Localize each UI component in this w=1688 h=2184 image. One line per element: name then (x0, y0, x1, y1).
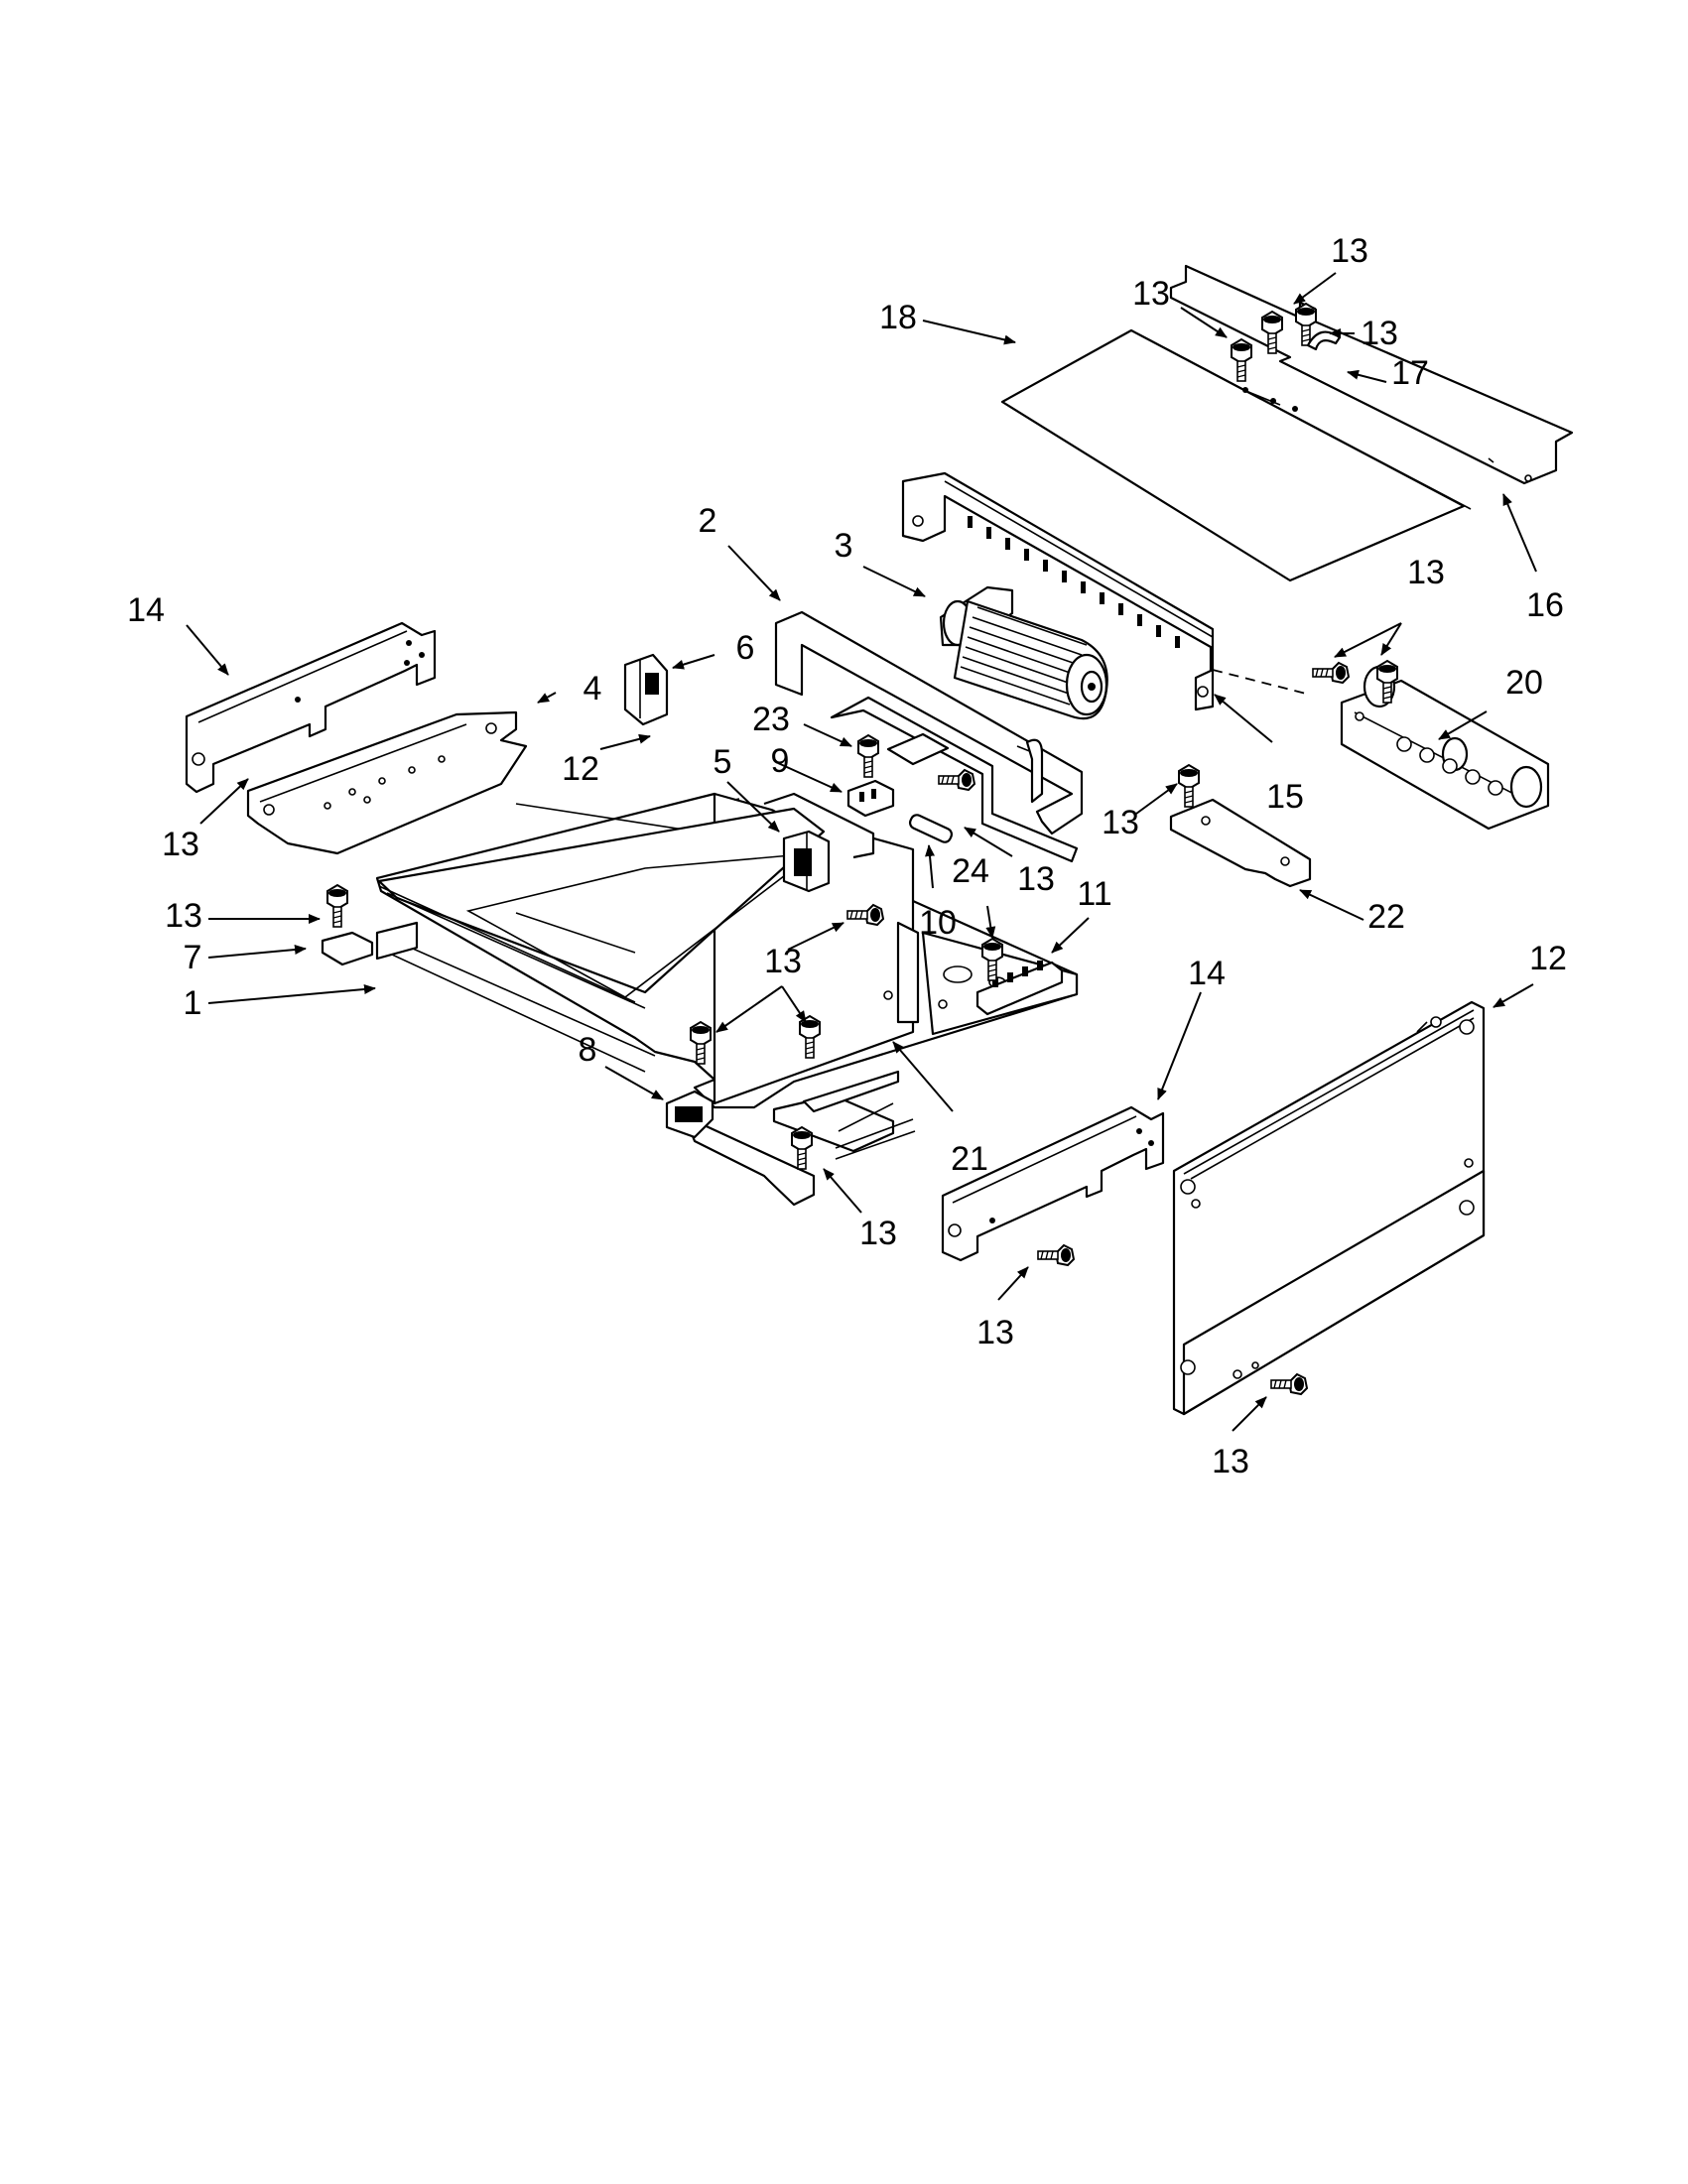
callout-5: 5 (714, 743, 732, 781)
callout-13: 13 (165, 897, 202, 935)
callout-9: 9 (771, 742, 790, 780)
part-20-terminal-block (1340, 665, 1550, 831)
part-lower-channel (683, 1114, 916, 1207)
callout-13: 13 (1017, 860, 1055, 898)
part-10-fuse (908, 814, 954, 843)
part-13-screw-2 (938, 769, 975, 791)
callout-4: 4 (584, 670, 602, 707)
part-18-sheet (1000, 328, 1472, 582)
part-9-connector (846, 779, 895, 818)
part-4-relay (623, 653, 669, 726)
part-22-small-bracket (1169, 798, 1312, 888)
callout-13: 13 (859, 1215, 897, 1252)
callout-16: 16 (1526, 586, 1564, 624)
callout-14: 14 (1188, 955, 1226, 992)
callout-3: 3 (835, 527, 853, 565)
part-3-blower-fan (939, 585, 1108, 720)
callout-2: 2 (699, 502, 717, 540)
part-13-screw-14-right (1037, 1244, 1075, 1266)
callout-22: 22 (1367, 898, 1405, 936)
callout-13: 13 (1407, 554, 1445, 591)
callout-13: 13 (1132, 275, 1170, 313)
callout-13: 13 (1361, 315, 1398, 352)
callout-labels: 13 13 13 17 18 16 2 3 14 6 4 23 12 5 9 1… (127, 232, 1567, 1480)
part-14-side-bracket-right (941, 1105, 1165, 1262)
callout-18: 18 (879, 299, 917, 336)
part-23-screw (857, 734, 879, 778)
part-13-screw-7 (326, 884, 348, 928)
part-13-screw-top-c (1231, 338, 1252, 382)
callout-13: 13 (1331, 232, 1368, 270)
callout-15: 15 (1266, 778, 1304, 816)
part-13-screw-22 (1178, 764, 1200, 808)
callout-12: 12 (1529, 940, 1567, 977)
part-5-switch (782, 830, 831, 893)
callout-13: 13 (162, 826, 199, 863)
part-11-terminal-strip (975, 961, 1064, 1016)
part-13-screw-terminal-h (1312, 662, 1350, 684)
part-13-screw-chassis-d (791, 1126, 813, 1170)
callout-13: 13 (976, 1314, 1014, 1351)
callout-13: 13 (1212, 1443, 1249, 1480)
part-12-front-panel (1172, 1000, 1486, 1416)
part-14-side-bracket-left (185, 621, 437, 794)
callout-7: 7 (184, 939, 202, 976)
part-2-mounting-plate (774, 610, 1084, 863)
callout-13: 13 (764, 943, 802, 980)
part-13-screw-12 (1270, 1373, 1308, 1395)
callout-1: 1 (184, 984, 202, 1022)
part-15-slotted-bracket (901, 471, 1215, 711)
part-bottom-plate-left (246, 710, 528, 855)
callout-10: 10 (919, 904, 957, 942)
callout-20: 20 (1505, 664, 1543, 702)
callout-6: 6 (736, 629, 755, 667)
callout-21: 21 (951, 1140, 988, 1178)
callout-14: 14 (127, 591, 165, 629)
callout-17: 17 (1391, 354, 1429, 392)
part-7-clip (321, 931, 374, 966)
part-8-switch (665, 1090, 714, 1139)
callout-8: 8 (579, 1031, 597, 1069)
leader-lines (186, 272, 1537, 1432)
callout-12: 12 (562, 750, 599, 788)
callout-11: 11 (1077, 875, 1111, 913)
part-21-chassis (375, 792, 1079, 1153)
callout-23: 23 (752, 701, 790, 738)
callout-13: 13 (1102, 804, 1139, 841)
callout-24: 24 (952, 852, 989, 890)
